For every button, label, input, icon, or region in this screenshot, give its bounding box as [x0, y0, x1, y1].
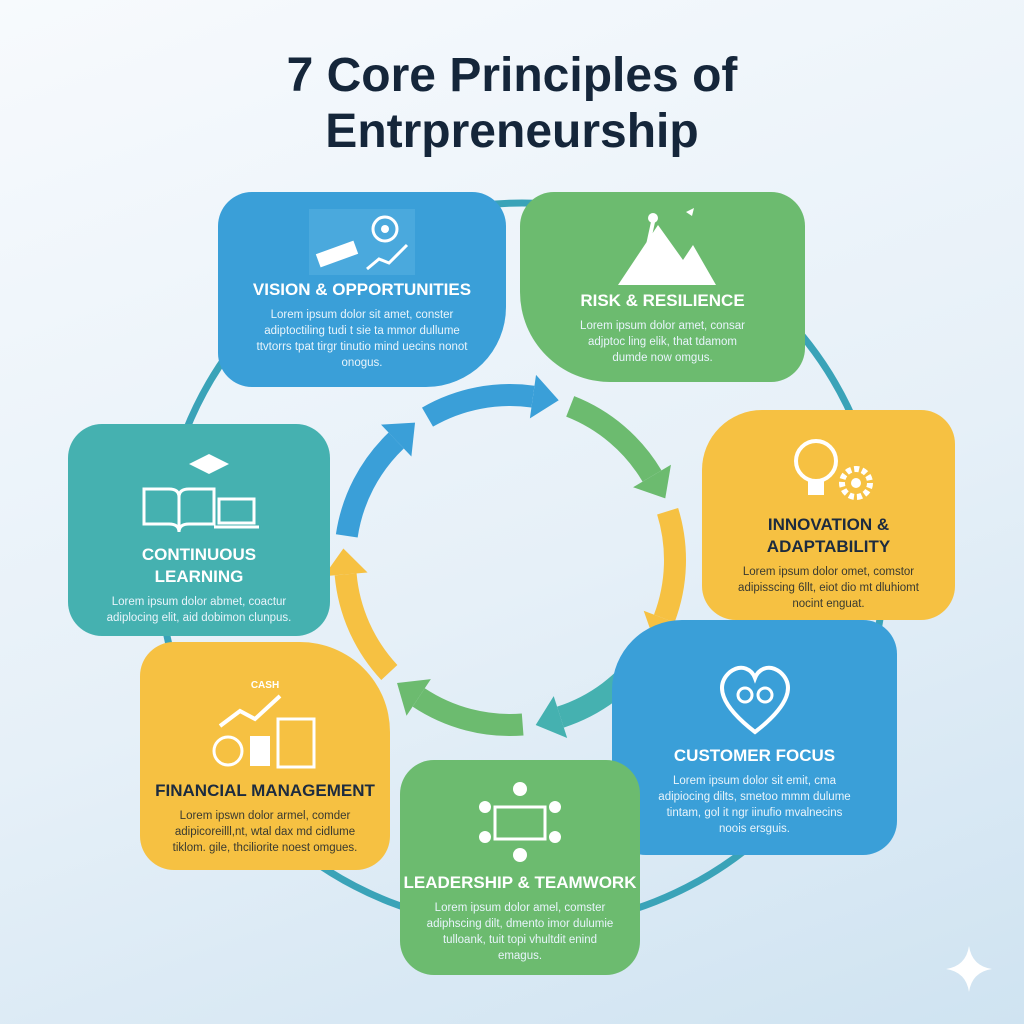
cycle-arrow [422, 384, 535, 427]
cash-label: CASH [250, 679, 280, 691]
telescope-target-chart-icon [218, 204, 506, 279]
card-body: Lorem ipsum dolor amel, comster adiphsci… [426, 902, 614, 962]
card-title: FINANCIAL MANAGEMENT [155, 781, 375, 800]
cycle-arrow [653, 507, 686, 623]
card-body: Lorem ipsum dolor sit amet, conster adip… [256, 309, 468, 369]
card-continuous-learning: CONTINUOUS LEARNING Lorem ipsum dolor ab… [68, 424, 330, 636]
cycle-arrow [412, 688, 524, 736]
team-meeting-icon [400, 772, 640, 872]
card-body: Lorem ipsum dolor sit emit, cma adipioci… [658, 775, 851, 835]
card-title: CUSTOMER FOCUS [673, 746, 836, 765]
card-title: RISK & RESILIENCE [580, 291, 745, 310]
cycle-arrowhead [529, 374, 559, 419]
card-body: Lorem ipsum dolor omet, comstor adipissc… [738, 566, 919, 610]
card-body: Lorem ipsum dolor amet, consar adjptoc l… [580, 320, 745, 364]
cycle-arrowhead [381, 422, 416, 457]
coins-calculator-icon: CASH [140, 670, 390, 780]
card-leadership-teamwork: LEADERSHIP & TEAMWORK Lorem ipsum dolor … [400, 760, 640, 975]
cycle-arrow [565, 396, 662, 482]
mountain-climber-icon [520, 200, 805, 290]
cycle-arrowhead [535, 696, 568, 739]
cycle-arrow [334, 573, 398, 681]
card-vision-opportunities: VISION & OPPORTUNITIES Lorem ipsum dolor… [218, 192, 506, 387]
card-title: CONTINUOUS LEARNING [141, 545, 257, 586]
cycle-arrowhead [323, 548, 368, 577]
page-title: 7 Core Principles of Entrpreneurship [0, 48, 1024, 160]
card-body: Lorem ipsum dolor abmet, coactur adiploc… [106, 596, 292, 624]
heart-people-icon [612, 655, 897, 745]
card-body: Lorem ipswn dolor armel, comder adipicor… [172, 810, 358, 854]
lightbulb-gear-icon [702, 422, 955, 514]
card-title: INNOVATION & ADAPTABILITY [766, 515, 891, 556]
cycle-arrowhead [397, 679, 431, 716]
title-line-1: 7 Core Principles of [286, 49, 738, 102]
card-title: LEADERSHIP & TEAMWORK [403, 873, 637, 892]
sparkle-icon [946, 946, 992, 992]
card-customer-focus: CUSTOMER FOCUS Lorem ipsum dolor sit emi… [612, 620, 897, 855]
cycle-arrowhead [633, 464, 671, 499]
card-title: VISION & OPPORTUNITIES [252, 280, 472, 299]
card-financial-management: CASH FINANCIAL MANAGEMENT Lorem ipswn do… [140, 642, 390, 870]
card-risk-resilience: RISK & RESILIENCE Lorem ipsum dolor amet… [520, 192, 805, 382]
title-line-2: Entrpreneurship [325, 105, 699, 158]
book-graduation-laptop-icon [68, 444, 330, 544]
cycle-arrow [335, 432, 404, 538]
card-innovation-adaptability: INNOVATION & ADAPTABILITY Lorem ipsum do… [702, 410, 955, 620]
